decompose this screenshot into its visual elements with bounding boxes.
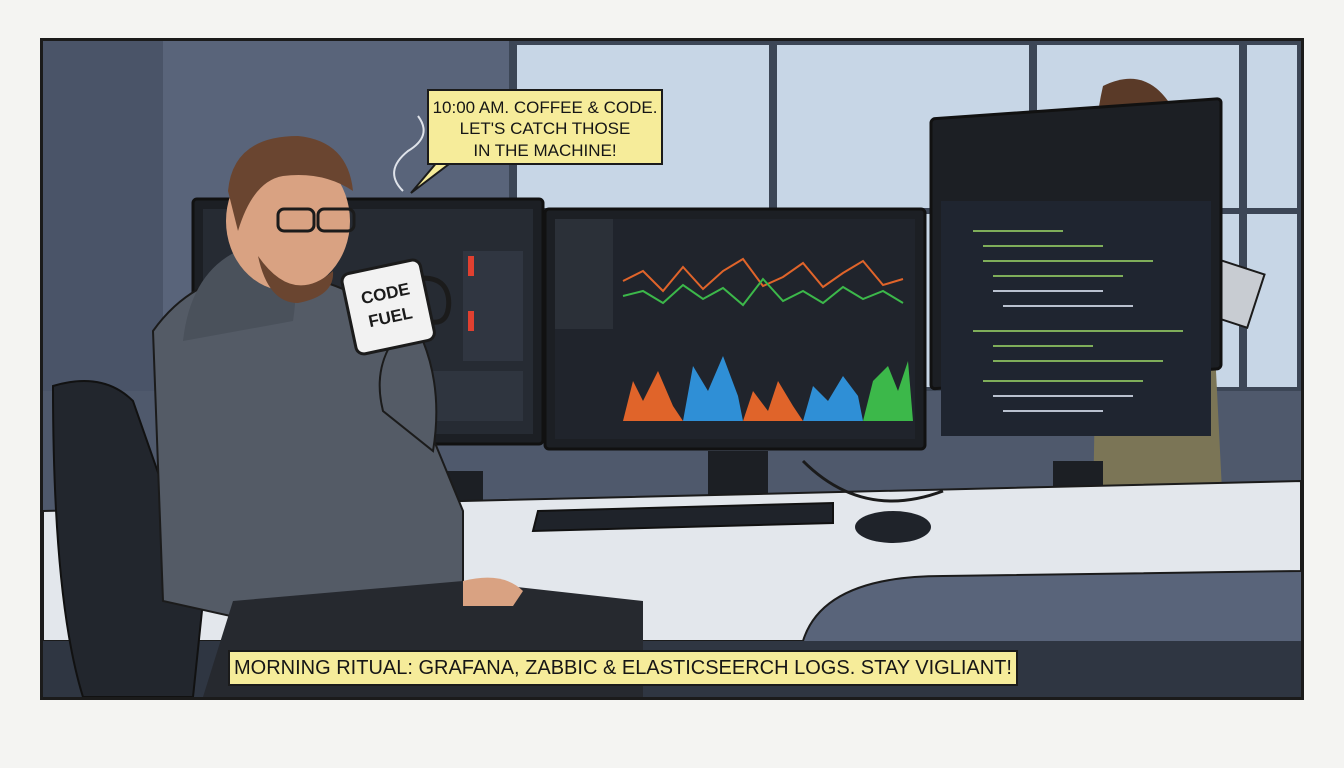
- speech-line-1: 10:00 AM. COFFEE & CODE.: [432, 98, 658, 117]
- monitor-stand: [708, 451, 768, 501]
- speech-bubble: 10:00 AM. COFFEE & CODE. LET'S CATCH THO…: [427, 89, 663, 165]
- speech-line-3: IN THE MACHINE!: [473, 140, 617, 160]
- speech-line-2: LET'S CATCH THOSE: [459, 119, 631, 139]
- hand: [463, 577, 523, 606]
- comic-panel: CODE FUEL 10:00 AM. COFFEE & CODE. LET'S…: [40, 38, 1304, 700]
- line-chart-green: [622, 277, 904, 307]
- office-chair-icon: [51, 380, 205, 697]
- line-chart-orange: [622, 257, 904, 293]
- monitor-cable: [801, 459, 944, 503]
- steam: [393, 115, 425, 192]
- keyboard-icon: [531, 501, 834, 533]
- monitor-center: [543, 207, 927, 501]
- mouse-icon: [855, 511, 931, 543]
- office-scene: CODE FUEL: [43, 41, 1301, 697]
- glasses-icon: [276, 207, 316, 233]
- monitor-right: [929, 97, 1223, 511]
- caption-box: MORNING RITUAL: GRAFANA, ZABBIC & ELASTI…: [228, 650, 1018, 686]
- coffee-mug-icon: CODE FUEL: [340, 258, 452, 356]
